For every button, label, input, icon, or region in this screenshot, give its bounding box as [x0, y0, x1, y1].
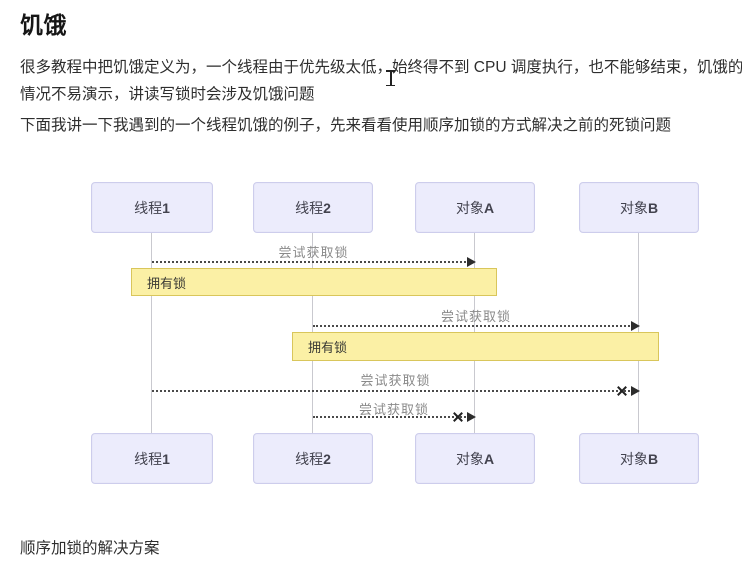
activation-label: 拥有锁: [308, 340, 348, 355]
actor-label: 线程: [295, 199, 324, 216]
activation-bar-2: 拥有锁: [292, 332, 659, 361]
actor-label: 对象: [619, 450, 648, 467]
message-arrow-2: [313, 321, 640, 331]
page-title: 饥饿: [20, 12, 67, 38]
actor-label: 线程: [295, 450, 324, 467]
arrowhead-icon: [467, 412, 476, 422]
blocked-cross-icon: [453, 412, 463, 422]
actor-label: 对象: [455, 199, 484, 216]
activation-label: 拥有锁: [147, 275, 187, 291]
section-heading-solution: 顺序加锁的解决方案: [20, 540, 160, 557]
lifeline-thread1: [151, 233, 152, 433]
text-ibeam-cursor: [385, 70, 396, 86]
actor-label: 对象: [455, 450, 484, 467]
arrowhead-icon: [467, 257, 476, 267]
actor-label: 对象: [619, 199, 648, 216]
paragraph-1: 很多教程中把饥饿定义为，一个线程由于优先级太低，始终得不到 CPU 调度执行，也…: [20, 54, 742, 108]
message-arrow-4: [313, 412, 476, 422]
message-label-1: 尝试获取锁: [278, 245, 349, 260]
arrowhead-icon: [631, 386, 640, 396]
message-arrow-3: [152, 386, 640, 396]
actor-label: 线程: [134, 199, 163, 216]
paragraph-2: 下面我讲一下我遇到的一个线程饥饿的例子，先来看看使用顺序加锁的方式解决之前的死锁…: [20, 117, 672, 134]
activation-bar-1: 拥有锁: [131, 268, 497, 296]
actor-label: 线程: [134, 450, 163, 467]
blocked-cross-icon: [617, 386, 627, 396]
paragraph-1-line-1: 很多教程中把饥饿定义为，一个线程由于优先级太低，始终得不到 CPU 调度执行，也…: [20, 59, 742, 76]
message-arrow-1: [152, 257, 476, 267]
arrowhead-icon: [631, 321, 640, 331]
message-label-2: 尝试获取锁: [440, 309, 511, 324]
message-label-3: 尝试获取锁: [360, 373, 431, 388]
paragraph-1-line-2: 情况不易演示，讲读写锁时会涉及饥饿问题: [20, 86, 315, 103]
message-label-4: 尝试获取锁: [358, 402, 429, 417]
